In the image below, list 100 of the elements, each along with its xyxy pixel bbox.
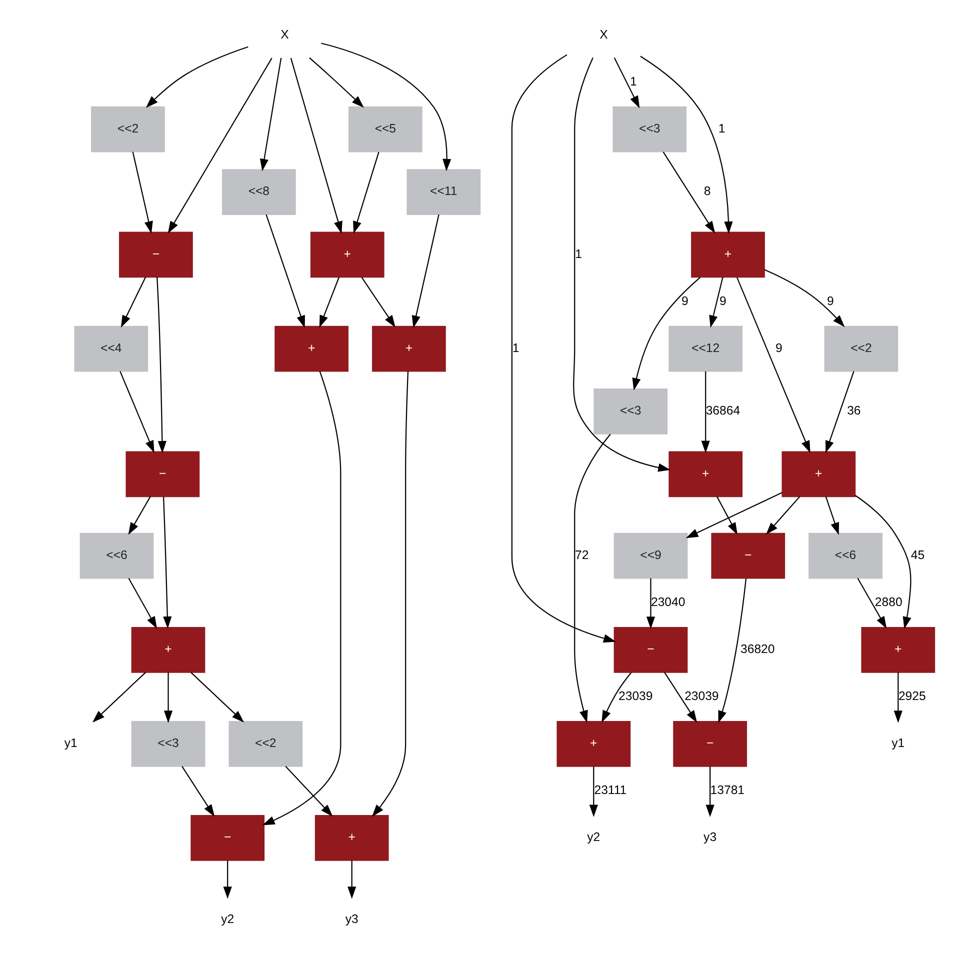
node-box: + (274, 326, 348, 372)
arrow (132, 152, 152, 234)
arrow (352, 152, 379, 234)
arrow (318, 276, 340, 328)
node-text: y1 (891, 736, 904, 750)
arrow (716, 496, 737, 535)
arrow (259, 58, 282, 172)
arrow (574, 434, 610, 723)
node-box: − (710, 532, 785, 579)
node-box: <<6 (808, 532, 882, 579)
edge-label: 2925 (898, 689, 926, 704)
edge-label: 13781 (710, 783, 744, 798)
node-box: <<12 (668, 326, 742, 372)
node-box: <<8 (221, 169, 296, 215)
arrow (128, 496, 150, 535)
arrow (128, 578, 157, 629)
node-box: + (130, 626, 205, 673)
edge-label: 1 (574, 246, 582, 261)
arrow (854, 494, 911, 630)
arrow (700, 371, 710, 454)
arrow (824, 496, 838, 535)
arrow (162, 496, 172, 629)
arrow (120, 276, 146, 328)
node-box: − (672, 720, 747, 767)
edge-label: 9 (680, 294, 688, 308)
arrow (347, 860, 356, 899)
edge-label: 23111 (594, 783, 626, 798)
edge-label: 9 (826, 294, 834, 308)
arrow (190, 672, 244, 722)
arrow (156, 277, 166, 454)
edge-label: 9 (774, 340, 782, 355)
node-box: <<6 (79, 532, 154, 579)
arrow (163, 672, 172, 724)
node-box: <<2 (824, 326, 898, 372)
arrow (736, 277, 810, 454)
node-box: <<4 (74, 326, 148, 372)
arrow (718, 578, 746, 724)
edge-label: 23040 (650, 595, 685, 610)
edge-label: 1 (718, 121, 725, 136)
arrow (320, 42, 451, 172)
arrow (181, 766, 214, 817)
arrow (119, 371, 154, 453)
edge-label: 36864 (705, 404, 740, 418)
edge-label: 72 (574, 548, 588, 562)
arrow (646, 578, 655, 629)
arrow (856, 578, 886, 629)
arrow (411, 214, 439, 328)
edge-label: 1 (512, 340, 519, 355)
node-text: y1 (64, 736, 77, 750)
arrow (705, 766, 714, 818)
arrow (372, 371, 408, 817)
edge-label: 23039 (618, 689, 652, 704)
node-box: + (860, 626, 935, 673)
edge-label: 36 (846, 404, 860, 418)
arrow (613, 57, 640, 108)
edge-label: 8 (703, 184, 710, 198)
node-box: − (613, 626, 688, 673)
arrow (662, 152, 715, 234)
arrow (145, 46, 248, 108)
arrow (601, 672, 632, 723)
node-box: <<3 (612, 106, 686, 152)
arrow (167, 58, 272, 234)
arrow (893, 672, 902, 724)
arrow (308, 57, 364, 108)
node-box: + (310, 232, 384, 278)
arrow (685, 492, 782, 538)
node-box: + (690, 232, 764, 278)
edge-label: 9 (719, 294, 726, 308)
arrow (92, 672, 146, 722)
edge-label: 23039 (684, 689, 718, 704)
arrow (708, 277, 723, 328)
node-box: + (372, 326, 446, 372)
node-box: + (314, 815, 388, 861)
arrow (360, 276, 395, 328)
arrow (572, 57, 670, 472)
edge-label: 1 (629, 74, 636, 88)
node-box: − (190, 815, 264, 861)
node-box: <<2 (90, 106, 164, 152)
node-box: <<9 (613, 532, 688, 579)
node-text: y3 (344, 912, 358, 926)
node-text: y2 (586, 830, 600, 844)
node-box: − (125, 451, 200, 498)
node-box: − (118, 232, 192, 278)
arrow (284, 766, 332, 817)
node-text: X (599, 27, 608, 42)
edge-label: 45 (910, 548, 924, 562)
node-box: + (556, 720, 630, 767)
node-text: y3 (703, 830, 716, 844)
arrow (510, 54, 616, 643)
arrow (632, 276, 700, 390)
node-box: + (781, 451, 856, 498)
node-text: y2 (220, 912, 234, 926)
arrow (262, 371, 341, 826)
node-box: <<3 (130, 720, 205, 767)
arrow (265, 214, 304, 328)
arrow (765, 496, 800, 535)
node-box: <<3 (593, 388, 668, 434)
node-box: + (668, 451, 742, 498)
arrow (640, 56, 732, 234)
edge-label: 2880 (874, 595, 902, 610)
